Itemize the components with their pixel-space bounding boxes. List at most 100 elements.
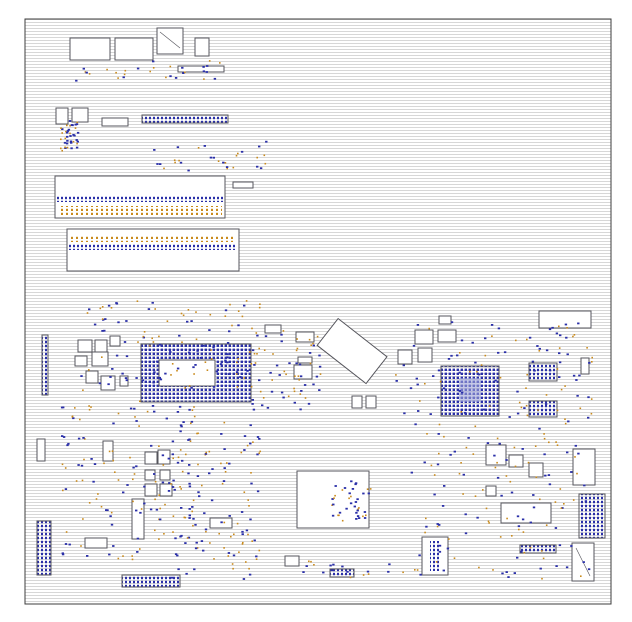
solder-pad (333, 497, 335, 499)
usb-connector-block (69, 27, 225, 73)
solder-pad (188, 385, 191, 387)
solder-pad (331, 498, 334, 500)
solder-pad (137, 341, 139, 343)
solder-pad (511, 535, 513, 537)
solder-pad (256, 165, 259, 168)
solder-pad (232, 567, 234, 570)
solder-pad (146, 410, 149, 413)
solder-pad (275, 364, 279, 367)
solder-pad (258, 452, 260, 454)
solder-pad (355, 511, 358, 514)
solder-pad (560, 388, 563, 391)
solder-pad (108, 450, 111, 453)
solder-pad (151, 337, 153, 340)
solder-pad (253, 539, 256, 542)
solder-pad (238, 551, 240, 553)
solder-pad (186, 537, 189, 539)
solder-pad (187, 169, 190, 172)
solder-pad (349, 502, 353, 505)
solder-pad (363, 511, 367, 513)
solder-pad (106, 68, 108, 71)
solder-pad (312, 383, 315, 386)
solder-pad (300, 390, 303, 392)
solder-pad (348, 492, 351, 495)
solder-pad (534, 445, 537, 447)
solder-pad (416, 569, 419, 571)
solder-pad (472, 453, 475, 455)
solder-pad (66, 139, 69, 142)
solder-pad (245, 300, 248, 302)
solder-pad (516, 412, 520, 415)
solder-pad (501, 572, 504, 575)
solder-pad (558, 325, 560, 328)
solder-pad (101, 330, 104, 332)
solder-pad (362, 492, 365, 495)
solder-pad (61, 553, 65, 556)
solder-pad (331, 514, 335, 517)
solder-pad (437, 396, 440, 399)
solder-pad (185, 572, 188, 575)
solder-pad (166, 320, 169, 322)
solder-pad (178, 334, 181, 337)
solder-pad (117, 77, 119, 79)
solder-pad (416, 383, 419, 386)
solder-pad (570, 471, 573, 473)
solder-pad (177, 568, 180, 571)
solder-pad (544, 403, 548, 405)
solder-pad (256, 490, 260, 493)
solder-pad (205, 451, 207, 454)
solder-pad (318, 365, 322, 368)
solder-pad (403, 412, 406, 415)
solder-pad (474, 425, 477, 428)
solder-pad (235, 154, 238, 157)
solder-pad (248, 567, 250, 570)
solder-pad (98, 382, 102, 385)
solder-pad (235, 373, 238, 375)
solder-pad (293, 401, 296, 404)
solder-pad (135, 377, 138, 379)
solder-pad (208, 329, 211, 331)
solder-pad (402, 364, 405, 367)
solder-pad (493, 454, 496, 457)
solder-pad (308, 352, 312, 354)
solder-pad (332, 563, 335, 566)
solder-pad (505, 475, 508, 477)
solder-pad (60, 147, 62, 150)
solder-pad (494, 379, 497, 382)
solder-pad (285, 373, 287, 376)
solder-pad (187, 536, 191, 539)
solder-pad (417, 410, 420, 412)
solder-pad (539, 567, 542, 570)
solder-pad (572, 335, 574, 338)
solder-pad (435, 561, 438, 563)
solder-pad (201, 484, 203, 487)
solder-pad (227, 552, 231, 554)
solder-pad (453, 450, 456, 453)
solder-pad (61, 463, 64, 466)
solder-pad (183, 516, 186, 519)
solder-pad (181, 470, 184, 473)
solder-pad (110, 511, 113, 514)
solder-pad (448, 538, 450, 540)
solder-pad (576, 472, 578, 475)
solder-pad (150, 444, 153, 447)
solder-pad (264, 335, 268, 338)
solder-pad (280, 391, 284, 394)
solder-pad (182, 314, 185, 317)
solder-pad (153, 410, 156, 413)
solder-pad (80, 545, 82, 547)
solder-pad (523, 407, 526, 409)
solder-pad (367, 492, 370, 495)
solder-pad (263, 154, 266, 157)
solder-pad (485, 507, 488, 510)
solder-pad (124, 377, 128, 379)
solder-pad (438, 544, 442, 547)
solder-pad (63, 141, 67, 144)
solder-pad (541, 577, 543, 580)
solder-pad (66, 135, 69, 138)
solder-pad (88, 405, 90, 407)
solder-pad (442, 387, 446, 390)
solder-pad (414, 423, 417, 426)
